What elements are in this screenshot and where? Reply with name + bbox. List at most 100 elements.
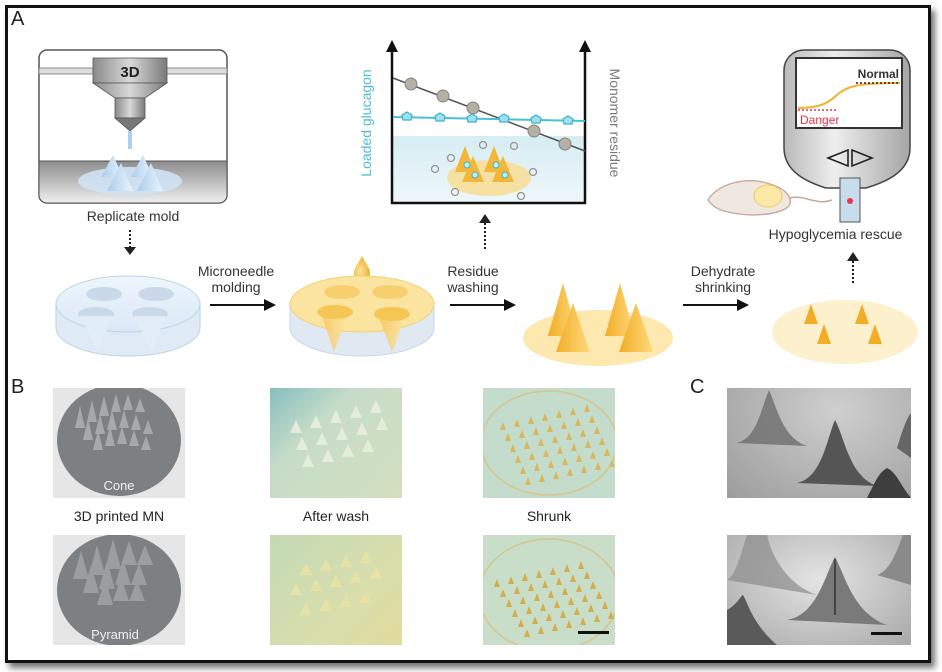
label-3d-printed-mn: 3D printed MN xyxy=(73,508,165,524)
shrunk-needle xyxy=(581,465,587,473)
shrunk-needle xyxy=(520,596,526,604)
shrunk-needle xyxy=(562,587,568,595)
shrunk-needle xyxy=(596,591,602,599)
step-replicate-mold: Replicate mold xyxy=(86,208,180,224)
dotted-down-arrow xyxy=(124,230,136,255)
shrunk-needle xyxy=(512,609,518,617)
shrunk-needle xyxy=(526,606,532,614)
panel-c-label: C xyxy=(690,376,705,398)
shrunk-needle xyxy=(571,443,577,451)
shrunk-needle xyxy=(602,601,608,609)
label-after-wash: After wash xyxy=(302,508,370,524)
shrunk-needle xyxy=(594,614,600,622)
shrunk-needle xyxy=(532,616,538,624)
after-wash-pyramid-photo xyxy=(270,535,402,645)
right-axis-label: Monomer residue xyxy=(607,68,623,178)
step-hypoglycemia-rescue: Hypoglycemia rescue xyxy=(768,226,903,242)
arrow-right-3 xyxy=(683,299,749,311)
shrunk-needle xyxy=(576,584,582,592)
glucometer-mouse-illustration: Normal Danger xyxy=(707,49,911,223)
shrunk-needle xyxy=(589,415,595,423)
shrunk-needle xyxy=(578,561,584,569)
shrunk-needle xyxy=(508,576,514,584)
step-residue-washing: Residue washing xyxy=(447,263,499,295)
pyramid-label: Pyramid xyxy=(91,627,139,642)
shrunk-needle xyxy=(594,426,600,434)
shrunk-needle xyxy=(595,462,601,470)
shrunk-cone-photo xyxy=(483,388,615,498)
shrunk-needle xyxy=(561,421,567,429)
shrunk-needle xyxy=(599,437,605,445)
shrunk-needle xyxy=(570,407,576,415)
after-wash-cone-photo xyxy=(270,388,402,498)
shrunk-needle xyxy=(548,590,554,598)
pyramid-mn-render: Pyramid xyxy=(53,535,185,645)
shrunk-needle xyxy=(533,427,539,435)
sem-cone-image xyxy=(727,388,911,498)
shrunk-needle xyxy=(567,468,573,476)
3d-printer-illustration: 3D xyxy=(38,49,228,204)
shrunk-needle xyxy=(552,435,558,443)
dotted-up-arrow-rescue xyxy=(847,252,859,285)
shrunk-needle xyxy=(562,457,568,465)
scale-bar-c xyxy=(871,632,902,635)
arrow-right-2 xyxy=(450,299,516,311)
shrunk-needle xyxy=(543,449,549,457)
shrunk-needle xyxy=(542,413,548,421)
shrunk-needle xyxy=(538,626,544,634)
shrunk-needle xyxy=(570,574,576,582)
shrunk-needle xyxy=(566,432,572,440)
shrunk-needle xyxy=(576,454,582,462)
glucagon-residue-chart: Loaded glucagon xyxy=(358,40,591,205)
figure-frame: A 3D Replicate mold xyxy=(5,5,931,663)
arrow-right-1 xyxy=(210,299,276,311)
shrunk-needle xyxy=(534,463,540,471)
left-button-icon xyxy=(825,148,849,168)
shrunk-needle xyxy=(590,451,596,459)
shrunk-needle xyxy=(546,613,552,621)
shrunk-needle xyxy=(556,577,562,585)
step-microneedle-molding: Microneedle molding xyxy=(197,263,275,295)
shrunk-needle xyxy=(590,581,596,589)
shrunk-needle xyxy=(522,573,528,581)
shrunk-needle xyxy=(582,594,588,602)
shrunk-needle xyxy=(584,404,590,412)
shrunk-needle xyxy=(494,579,500,587)
shrunk-needle xyxy=(585,440,591,448)
washed-microneedle-patch xyxy=(523,283,673,366)
shrunk-needle xyxy=(580,429,586,437)
shrunk-needle xyxy=(609,459,615,467)
sem-pyramid-image xyxy=(727,535,911,645)
shrunk-needle xyxy=(557,446,563,454)
shrunk-needle xyxy=(500,589,506,597)
shrunk-needle xyxy=(584,571,590,579)
shrunk-pyramid-photo xyxy=(483,535,615,645)
shrunk-needle xyxy=(538,438,544,446)
shrunk-needle xyxy=(529,452,535,460)
shrunk-needle xyxy=(524,629,530,637)
shrunk-needle xyxy=(556,410,562,418)
shrunk-needle xyxy=(500,422,506,430)
shrunk-needle xyxy=(514,586,520,594)
glucagon-series xyxy=(401,111,574,125)
shrunk-needle xyxy=(560,610,566,618)
cone-label: Cone xyxy=(103,478,134,493)
panel-a-label: A xyxy=(11,8,25,30)
shrunk-microneedle-patch xyxy=(772,300,918,364)
normal-label: Normal xyxy=(858,67,899,81)
label-shrunk: Shrunk xyxy=(526,508,572,524)
shrunk-needle xyxy=(566,620,572,628)
right-button-icon xyxy=(851,148,875,168)
shrunk-needle xyxy=(515,455,521,463)
dotted-up-arrow-chart xyxy=(479,214,491,249)
shrunk-needle xyxy=(580,617,586,625)
shrunk-needle xyxy=(520,466,526,474)
glucometer-screen xyxy=(795,57,903,129)
shrunk-needle xyxy=(588,604,594,612)
step-dehydrate-shrinking: Dehydrate shrinking xyxy=(690,263,756,295)
shrunk-needle xyxy=(574,607,580,615)
scale-bar-b xyxy=(578,631,609,634)
shrunk-needle xyxy=(542,580,548,588)
shrunk-needle xyxy=(554,600,560,608)
shrunk-needle xyxy=(552,623,558,631)
